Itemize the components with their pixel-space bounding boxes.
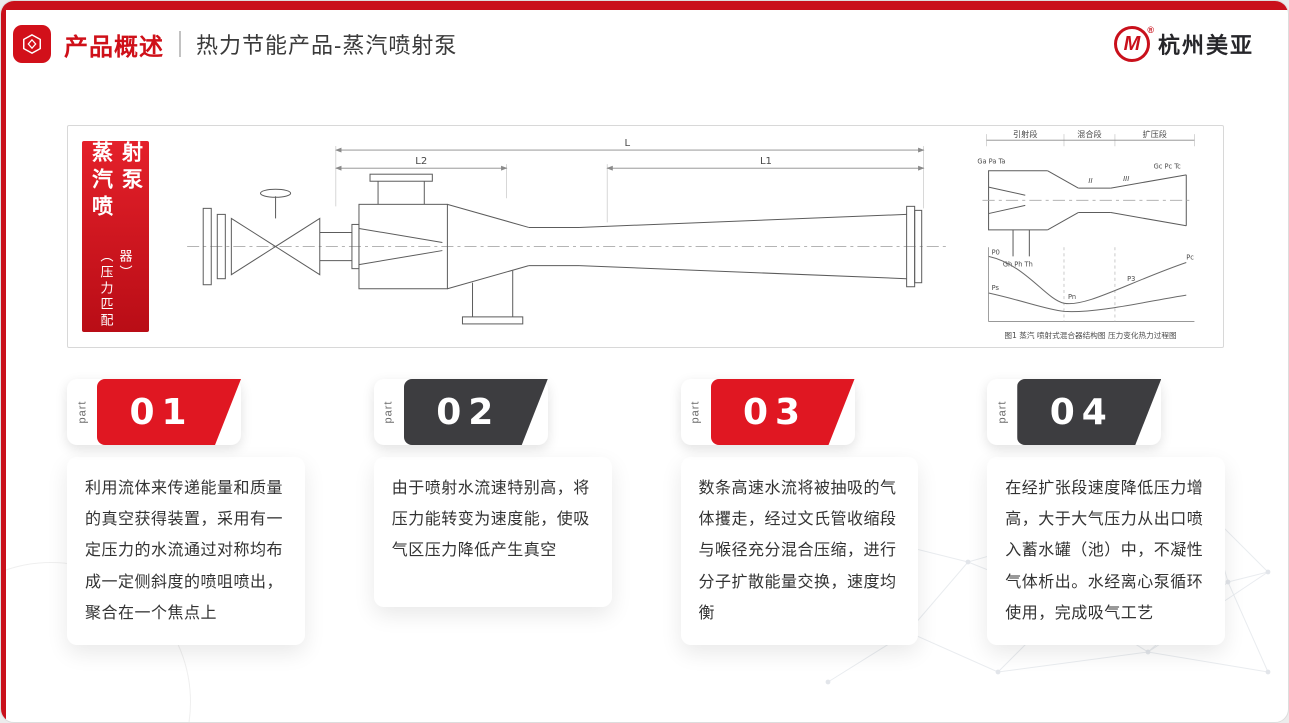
feature-card-2: part 02 由于喷射水流速特别高，将压力能转变为速度能，使吸气区压力降低产生… xyxy=(373,379,612,645)
feature-card-1: part 01 利用流体来传递能量和质量的真空获得装置，采用有一定压力的水流通过… xyxy=(67,379,305,645)
card-body: 数条高速水流将被抽吸的气体攫走，经过文氏管收缩段与喉径充分混合压缩，进行分子扩散… xyxy=(680,457,919,645)
header: 产品概述 热力节能产品-蒸汽喷射泵 M ® 杭州美亚 xyxy=(13,21,1254,67)
curve-label-p0: P0 xyxy=(992,248,1000,256)
dim-label-l: L xyxy=(624,138,630,149)
curve-label-pc: Pc xyxy=(1186,253,1194,261)
feature-card-4: part 04 在经扩张段速度降低压力增高，大于大气压力从出口喷入蓄水罐（池）中… xyxy=(987,379,1225,645)
card-badge-3: part 03 xyxy=(680,379,855,445)
brand-name: 杭州美亚 xyxy=(1157,33,1254,58)
left-accent-bar xyxy=(1,10,6,722)
curve-label-p3: P3 xyxy=(1127,275,1135,283)
section-label-diffuser: 扩压段 xyxy=(1142,130,1166,139)
pressure-graph: P0 Pn Ps P3 Pc xyxy=(988,247,1195,322)
card-text: 利用流体来传递能量和质量的真空获得装置，采用有一定压力的水流通过对称均布成一定侧… xyxy=(85,480,284,622)
card-badge-2: part 02 xyxy=(373,379,548,445)
curve-label-pn: Pn xyxy=(1068,293,1076,301)
diagram-side-label: 蒸汽喷射泵 （压力匹配器） xyxy=(82,141,149,332)
side-label-main: 蒸汽喷射泵 xyxy=(89,141,143,222)
diffuser-cone xyxy=(447,203,923,290)
suction-branch xyxy=(461,270,524,325)
title-separator xyxy=(179,31,181,57)
badge-number: 04 xyxy=(1049,391,1114,433)
badge-flag: 01 xyxy=(97,379,241,445)
brand-letter: M xyxy=(1123,32,1141,55)
box-icon-glyph xyxy=(23,33,41,55)
card-text: 在经扩张段速度降低压力增高，大于大气压力从出口喷入蓄水罐（池）中，不凝性气体析出… xyxy=(1005,480,1204,622)
dim-label-l1: L1 xyxy=(760,156,772,167)
card-text: 数条高速水流将被抽吸的气体攫走，经过文氏管收缩段与喉径充分混合压缩，进行分子扩散… xyxy=(698,480,897,622)
card-badge-1: part 01 xyxy=(67,379,241,445)
brand-logo: M ® 杭州美亚 xyxy=(1113,25,1254,62)
figure-caption: 图1 蒸汽 喷射式混合器结构图 压力变化热力过程图 xyxy=(1004,330,1176,340)
top-accent-bar xyxy=(1,1,1288,10)
part-tag: part xyxy=(374,379,404,445)
part-tag-label: part xyxy=(689,400,702,424)
badge-flag: 02 xyxy=(404,379,548,445)
page-title: 产品概述 xyxy=(64,33,164,61)
page-subtitle: 热力节能产品-蒸汽喷射泵 xyxy=(196,33,458,58)
roman-ii: II xyxy=(1088,176,1092,185)
feature-card-3: part 03 数条高速水流将被抽吸的气体攫走，经过文氏管收缩段与喉径充分混合压… xyxy=(680,379,919,645)
ejector-schematic-chart: 引射段 混合段 扩压段 Ga Pa Ta Gh Ph Th Gc Pc Tc I… xyxy=(977,130,1195,340)
part-tag-label: part xyxy=(996,400,1009,424)
inlet-valve-assembly xyxy=(202,188,360,286)
card-body: 在经扩张段速度降低压力增高，大于大气压力从出口喷入蓄水罐（池）中，不凝性气体析出… xyxy=(987,457,1225,645)
feature-cards: part 01 利用流体来传递能量和质量的真空获得装置，采用有一定压力的水流通过… xyxy=(67,379,1225,645)
badge-number: 03 xyxy=(742,391,808,433)
badge-flag: 04 xyxy=(1017,379,1161,445)
card-body: 由于喷射水流速特别高，将压力能转变为速度能，使吸气区压力降低产生真空 xyxy=(373,457,612,607)
section-label-mixing: 混合段 xyxy=(1077,130,1101,139)
badge-number: 01 xyxy=(129,391,194,433)
card-text: 由于喷射水流速特别高，将压力能转变为速度能，使吸气区压力降低产生真空 xyxy=(391,480,590,560)
side-label-sub: （压力匹配器） xyxy=(98,249,133,330)
brand-logo-mark: M ® xyxy=(1113,25,1154,62)
outlet-label: Gc Pc Tc xyxy=(1154,163,1181,171)
card-body: 利用流体来传递能量和质量的真空获得装置，采用有一定压力的水流通过对称均布成一定侧… xyxy=(67,457,305,645)
registered-mark: ® xyxy=(1147,25,1154,35)
part-tag: part xyxy=(681,379,711,445)
dim-label-l2: L2 xyxy=(415,156,427,167)
pump-technical-drawing: L L2 L1 xyxy=(187,138,949,325)
badge-number: 02 xyxy=(436,391,501,433)
nozzle-chamber xyxy=(358,173,448,290)
badge-flag: 03 xyxy=(711,379,855,445)
section-label-ejector: 引射段 xyxy=(1013,130,1037,139)
diagram-panel: 蒸汽喷射泵 （压力匹配器） L L2 L1 xyxy=(67,125,1224,348)
box-icon xyxy=(13,25,51,63)
suction-label: Gh Ph Th xyxy=(1003,261,1033,269)
part-tag: part xyxy=(987,379,1017,445)
roman-iii: III xyxy=(1123,174,1129,183)
curve-label-ps: Ps xyxy=(992,284,1000,292)
part-tag: part xyxy=(67,379,97,445)
part-tag-label: part xyxy=(382,400,395,424)
inlet-label: Ga Pa Ta xyxy=(977,158,1005,166)
ejector-outline xyxy=(988,170,1187,257)
card-badge-4: part 04 xyxy=(987,379,1162,445)
part-tag-label: part xyxy=(76,400,88,424)
